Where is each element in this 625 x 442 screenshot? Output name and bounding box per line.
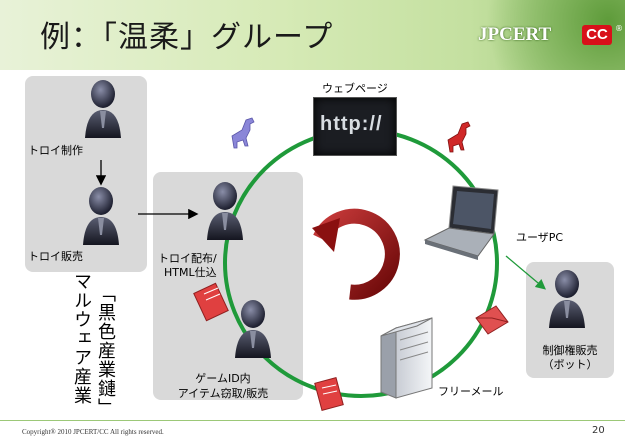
vertical-text-malware-industry: マルウェア産業 [71, 272, 92, 405]
footer-divider [0, 420, 625, 421]
http-webpage-screen: http:// [313, 97, 397, 156]
red-document-icon-1 [193, 282, 229, 322]
person-icon-trojan-distributor [207, 182, 243, 240]
red-cycle-arrow [312, 208, 400, 300]
person-icon-trojan-seller [83, 187, 119, 245]
red-document-icon-2 [314, 377, 344, 411]
label-trojan-distribute: トロイ配布/ [158, 252, 217, 265]
slide-title: 例：「温柔」グループ [40, 20, 334, 55]
page-number: 20 [592, 425, 605, 436]
label-item-theft: アイテム窃取/販売 [177, 387, 269, 400]
trojan-horse-icon-purple [231, 117, 255, 149]
person-icon-control-seller [549, 270, 585, 328]
label-html-inject: HTML仕込 [164, 266, 217, 279]
label-trojan-make: トロイ制作 [28, 144, 83, 157]
label-game-id: ゲームID内 [195, 372, 251, 385]
person-icon-game-thief [235, 300, 271, 358]
laptop-icon [423, 185, 499, 260]
vertical-text-black-industry: 「黒色産業鏈」 [95, 284, 116, 417]
label-bot: （ボット） [542, 358, 598, 371]
red-mail-icon [475, 305, 509, 335]
arrow-pc-to-control [505, 255, 546, 290]
http-text: http:// [320, 113, 383, 135]
label-user-pc: ユーザPC [516, 231, 564, 244]
label-webpage: ウェブページ [322, 82, 388, 95]
logo-text: JPCERT [478, 24, 552, 45]
label-control-sale: 制御権販売 [542, 344, 598, 357]
server-icon [380, 317, 433, 399]
label-free-mail: フリーメール [438, 385, 504, 398]
logo-registered-mark: ® [615, 24, 623, 33]
trojan-horse-icon-red [447, 121, 471, 153]
person-icon-trojan-maker [85, 80, 121, 138]
label-trojan-sell: トロイ販売 [28, 250, 83, 263]
logo-cc-badge: CC [582, 25, 612, 45]
copyright-text: Copyright® 2010 JPCERT/CC All rights res… [22, 428, 164, 436]
